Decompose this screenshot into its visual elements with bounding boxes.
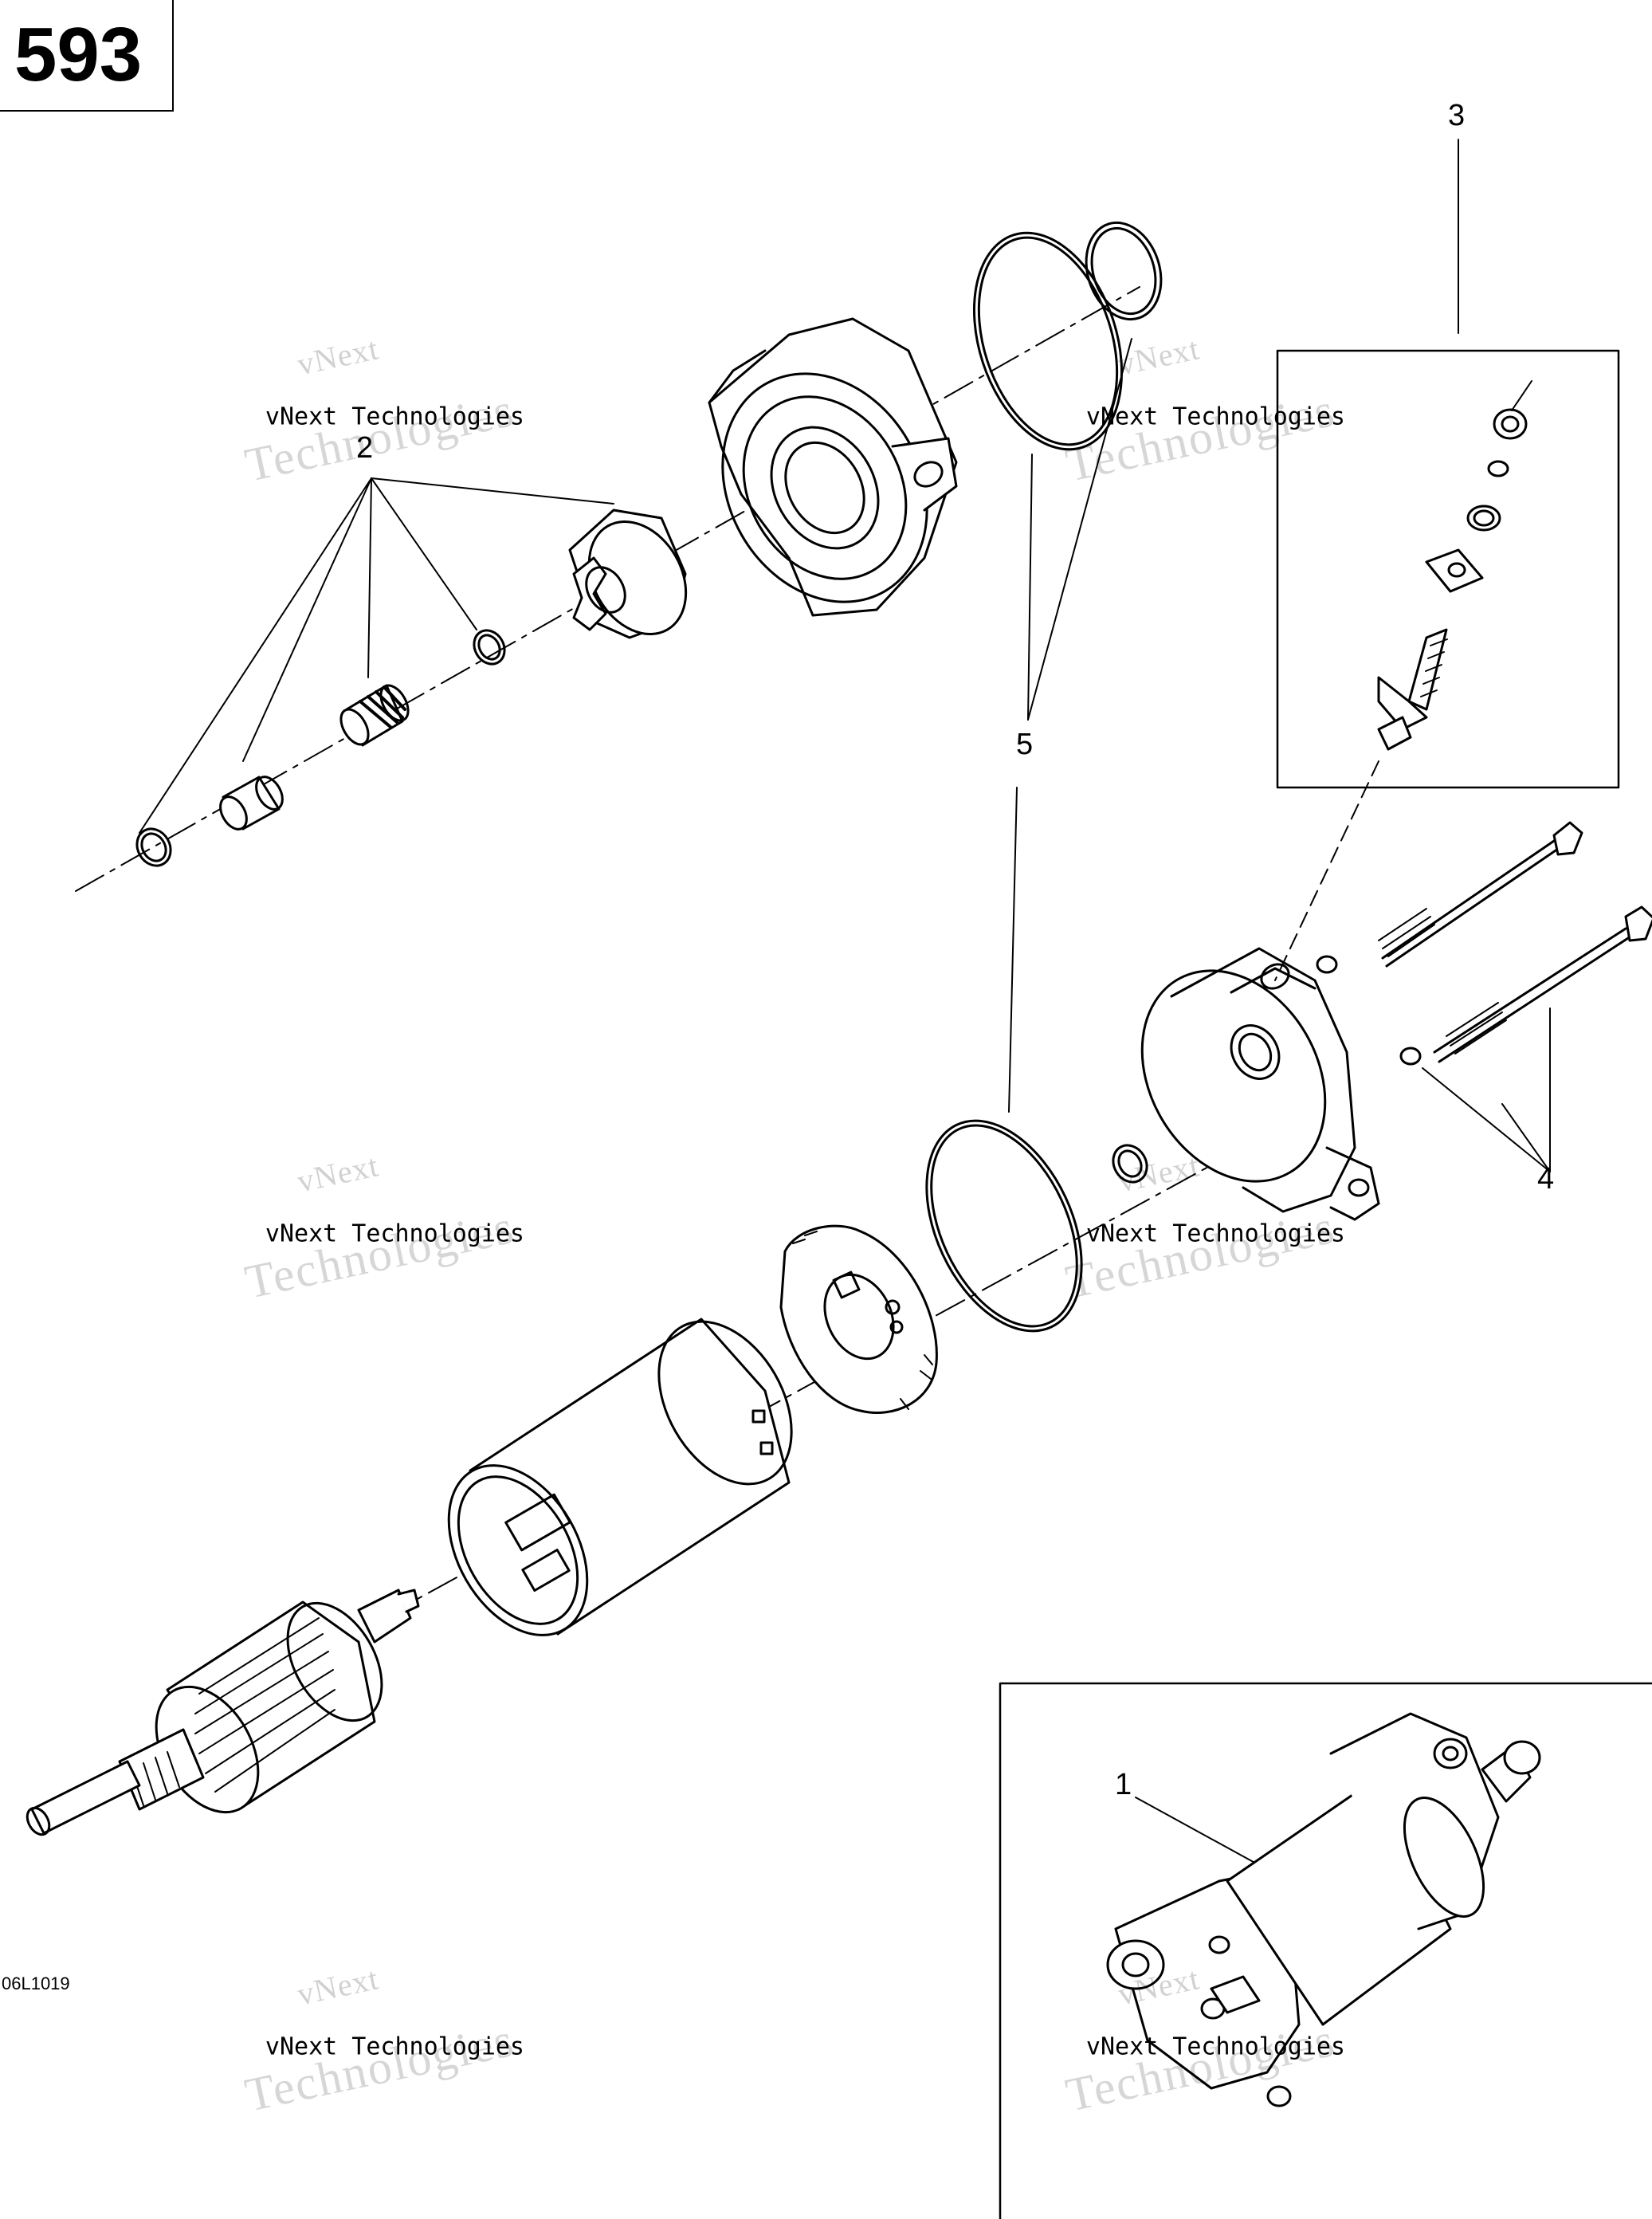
small-o-ring-left	[135, 827, 172, 867]
front-housing	[708, 317, 958, 617]
large-o-ring-lower	[925, 1119, 1083, 1333]
leader-lines-5	[1008, 338, 1132, 1113]
terminal-kit-parts	[1377, 408, 1528, 751]
brush-plate	[779, 1224, 938, 1414]
pinion-gear	[568, 509, 688, 639]
page-number-box: 593	[0, 0, 174, 112]
leader-dash-to-washer	[1511, 380, 1532, 411]
page-number: 593	[14, 12, 143, 97]
assembled-starter-inset	[999, 1682, 1652, 2219]
leader-lines-2	[139, 477, 614, 834]
yoke-housing	[447, 1318, 793, 1636]
callout-5: 5	[1016, 728, 1034, 761]
upper-centerline	[75, 286, 1140, 892]
armature	[26, 1589, 420, 1836]
leader-1	[1135, 1797, 1260, 1866]
callout-3: 3	[1448, 99, 1466, 132]
small-o-ring-mid	[473, 629, 506, 666]
small-o-ring-rear	[1112, 1144, 1148, 1184]
callout-2: 2	[356, 431, 374, 465]
callout-1: 1	[1115, 1768, 1132, 1801]
leader-lines-4	[1422, 1007, 1551, 1172]
callout-4: 4	[1537, 1162, 1555, 1196]
assembled-starter	[1106, 1712, 1541, 2107]
spring	[339, 684, 410, 747]
through-bolt-lower	[1399, 905, 1652, 1066]
rear-cover	[1140, 947, 1380, 1221]
through-bolt-upper	[1316, 821, 1583, 974]
terminal-dash-line	[1274, 760, 1379, 981]
large-o-ring-upper	[972, 231, 1124, 451]
terminal-kit-box	[1276, 349, 1620, 789]
bushing	[219, 776, 284, 831]
medium-o-ring-upper	[1085, 221, 1163, 321]
drawing-code: 06L1019	[2, 1974, 70, 1993]
